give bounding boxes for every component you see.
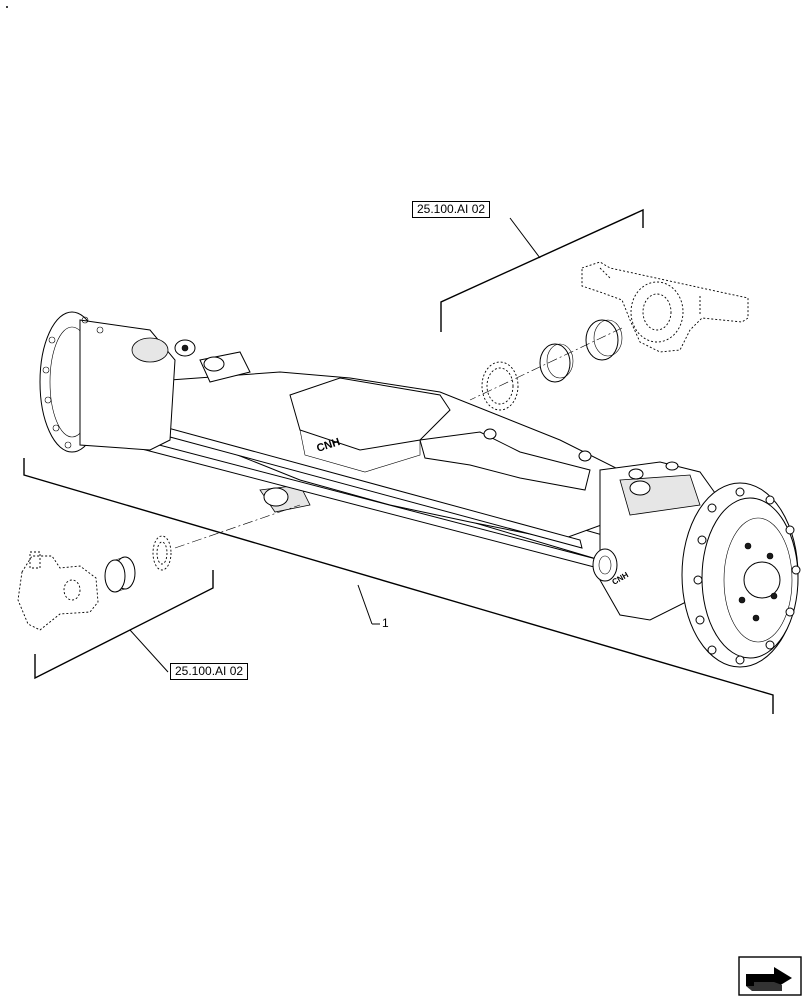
lower-ghost-parts	[17, 504, 301, 631]
next-arrow-icon	[738, 956, 802, 996]
item-number-label: 1	[382, 616, 389, 630]
next-page-button[interactable]	[738, 956, 802, 996]
lower-callout-label[interactable]: 25.100.AI 02	[170, 663, 249, 680]
upper-ghost-parts	[469, 261, 749, 411]
axle-assembly	[39, 311, 801, 668]
item-1-bracket	[23, 458, 774, 714]
upper-callout-bracket	[440, 208, 644, 332]
lower-callout-bracket	[34, 570, 214, 680]
corner-dot-icon	[6, 6, 8, 8]
upper-callout-label[interactable]: 25.100.AI 02	[412, 201, 491, 218]
